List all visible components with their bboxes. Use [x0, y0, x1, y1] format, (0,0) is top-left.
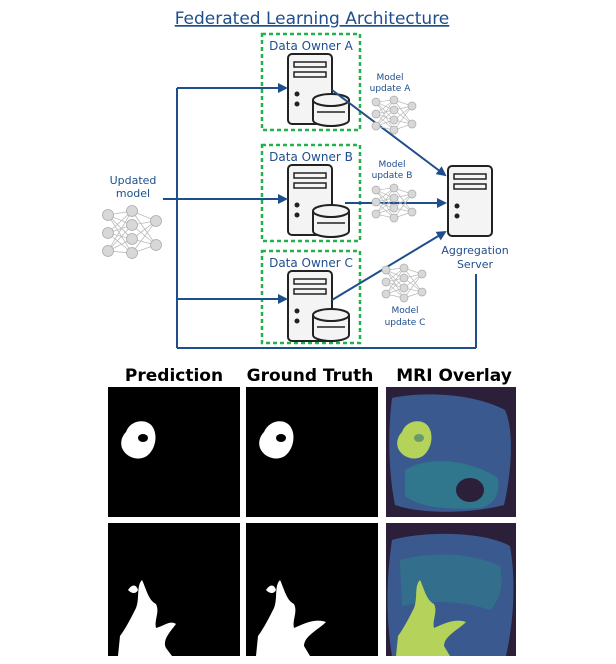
owner-label-c: Data Owner C	[269, 256, 353, 270]
column-header-prediction: Prediction	[125, 366, 223, 386]
column-header-mri-overlay: MRI Overlay	[396, 366, 512, 386]
ground-truth-lesion-row1	[259, 421, 294, 459]
owner-box-c	[260, 249, 362, 345]
mri-overlay-lesion-row1	[397, 421, 432, 459]
mri-overlay-lesion-row2	[396, 580, 466, 656]
owner-label-a: Data Owner A	[269, 39, 353, 53]
aggregation-label-line2: Server	[457, 258, 494, 271]
neural-network-icon-updated-model	[102, 205, 162, 259]
prediction-lesion-row2	[118, 580, 176, 656]
update-arrow-a	[331, 89, 447, 177]
owner-label-b: Data Owner B	[269, 150, 353, 164]
mri-overlay-tissue-row2	[400, 554, 502, 610]
updated-model-line1: Updated	[110, 174, 157, 187]
owner-box-a	[260, 32, 362, 132]
update-c-line1: Model	[391, 306, 418, 316]
owner-box-b	[260, 143, 362, 243]
update-a-line1: Model	[376, 73, 403, 83]
prediction-lesion-row1	[121, 421, 156, 459]
update-b-line2: update B	[372, 171, 413, 181]
updated-model-line2: model	[116, 187, 150, 200]
aggregation-label-line1: Aggregation	[441, 244, 508, 257]
neural-network-icon-update-a	[371, 95, 417, 135]
database-icon-b	[312, 204, 350, 238]
neural-network-icon-update-c	[381, 263, 427, 303]
aggregation-server-icon	[447, 165, 493, 237]
ground-truth-lesion-row2	[256, 580, 326, 656]
column-header-ground-truth: Ground Truth	[247, 366, 374, 386]
database-icon-c	[312, 308, 350, 342]
update-b-line1: Model	[378, 160, 405, 170]
update-arrow-c	[331, 230, 447, 301]
diagram-title: Federated Learning Architecture	[175, 9, 450, 29]
update-a-line2: update A	[370, 84, 412, 94]
update-c-line2: update C	[385, 318, 426, 328]
